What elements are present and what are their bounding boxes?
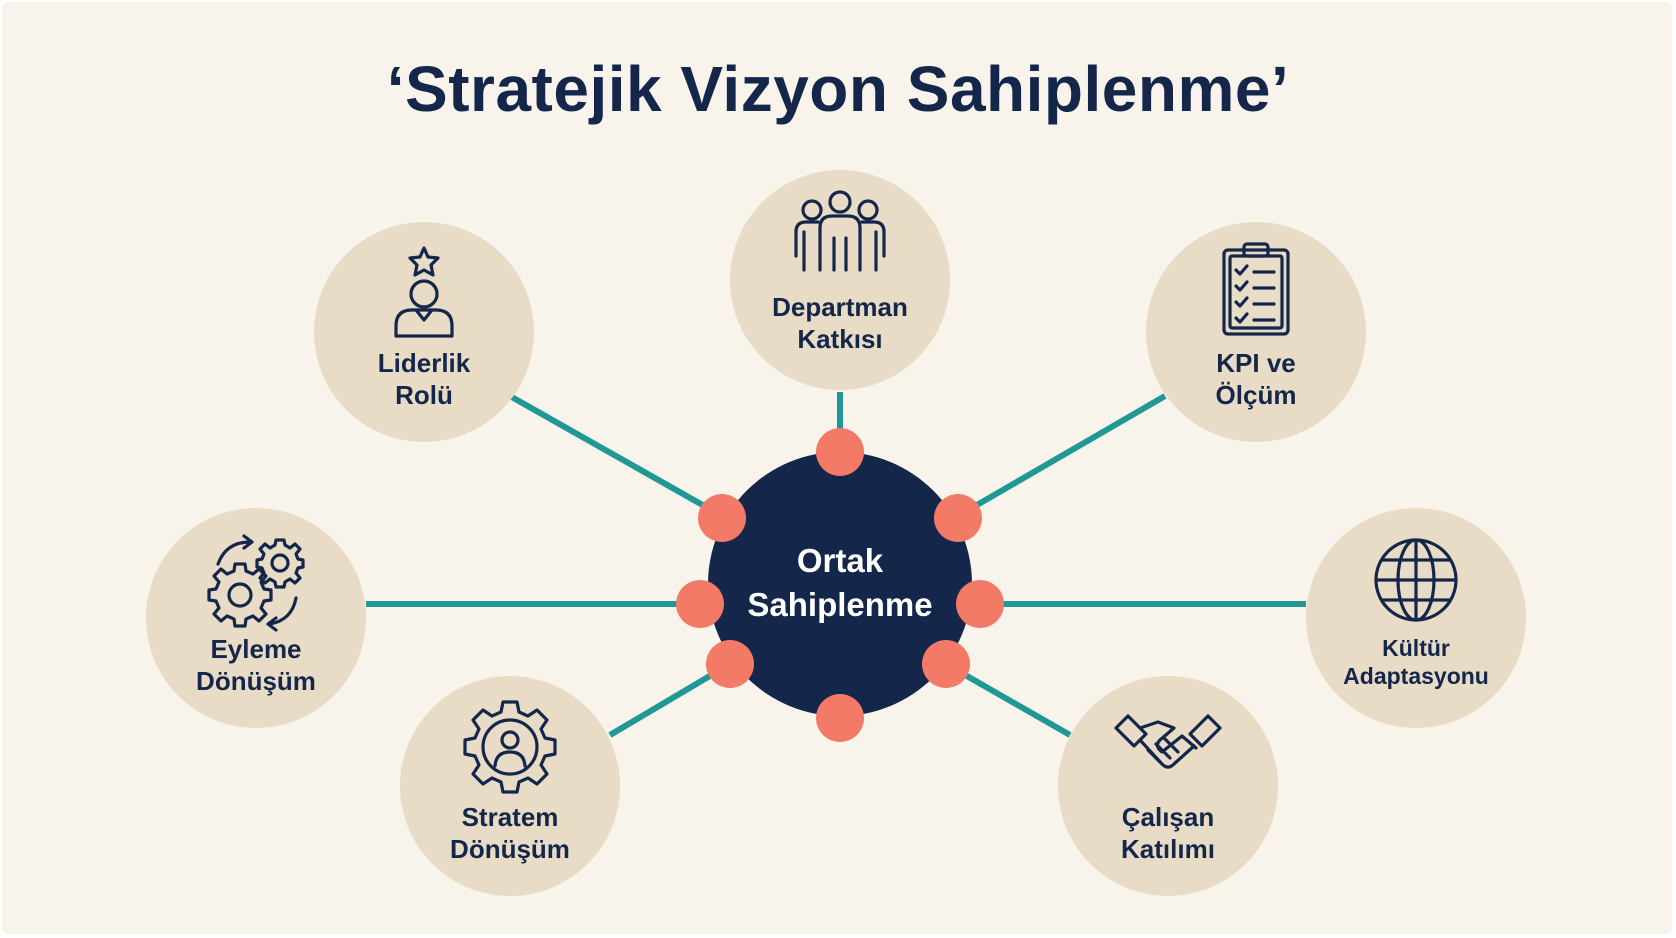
- node-kpi: KPI ve Ölçüm: [1146, 222, 1366, 442]
- connection-dot-bottom: [816, 694, 864, 742]
- leader-star-icon: [394, 246, 454, 338]
- clipboard-checklist-icon: [1222, 242, 1290, 336]
- center-label-line2: Sahiplenme: [747, 586, 932, 623]
- connection-dot-lower-left: [706, 640, 754, 688]
- node-circle: [314, 222, 534, 442]
- node-label-line1: KPI ve: [1216, 348, 1296, 378]
- center-circle: [708, 452, 972, 716]
- node-label-line2: Dönüşüm: [196, 666, 316, 696]
- node-departman: Departman Katkısı: [730, 170, 950, 390]
- node-stratem: Stratem Dönüşüm: [400, 676, 620, 896]
- node-label-line1: Liderlik: [378, 348, 471, 378]
- node-label-line2: Adaptasyonu: [1343, 663, 1489, 689]
- node-circle: [1058, 676, 1278, 896]
- connection-dot-upper-left: [698, 494, 746, 542]
- people-group-icon: [794, 190, 886, 272]
- center-hub: Ortak Sahiplenme: [708, 452, 972, 716]
- connection-dot-top: [816, 428, 864, 476]
- node-label-line2: Katılımı: [1121, 834, 1215, 864]
- node-eyleme: Eyleme Dönüşüm: [146, 508, 366, 728]
- node-label-line1: Departman: [772, 292, 908, 322]
- gears-cycle-icon: [207, 534, 305, 632]
- connection-dots: [676, 428, 1004, 742]
- node-circle: [400, 676, 620, 896]
- connector-liderlik: [508, 393, 724, 519]
- node-circle: [1146, 222, 1366, 442]
- node-label-line2: Rolü: [395, 380, 453, 410]
- node-label-line1: Eyleme: [210, 634, 301, 664]
- node-label-line1: Stratem: [462, 802, 559, 832]
- node-circle: [730, 170, 950, 390]
- connector-kpi: [956, 393, 1167, 519]
- center-label-line1: Ortak: [797, 542, 884, 579]
- node-liderlik: Liderlik Rolü: [314, 222, 534, 442]
- node-label-line2: Katkısı: [797, 324, 882, 354]
- node-label-line2: Dönüşüm: [450, 834, 570, 864]
- gear-person-icon: [463, 700, 557, 794]
- diagram-title: ‘Stratejik Vizyon Sahiplenme’: [386, 53, 1290, 125]
- connection-dot-right: [956, 580, 1004, 628]
- handshake-icon: [1114, 714, 1222, 769]
- node-label-line1: Kültür: [1382, 635, 1450, 661]
- connection-dot-lower-right: [922, 640, 970, 688]
- connection-dot-upper-right: [934, 494, 982, 542]
- globe-icon: [1374, 538, 1458, 622]
- node-kultur: Kültür Adaptasyonu: [1306, 508, 1526, 728]
- node-calisan: Çalışan Katılımı: [1058, 676, 1278, 896]
- node-label-line2: Ölçüm: [1216, 380, 1297, 410]
- connection-dot-left: [676, 580, 724, 628]
- node-label-line1: Çalışan: [1122, 802, 1215, 832]
